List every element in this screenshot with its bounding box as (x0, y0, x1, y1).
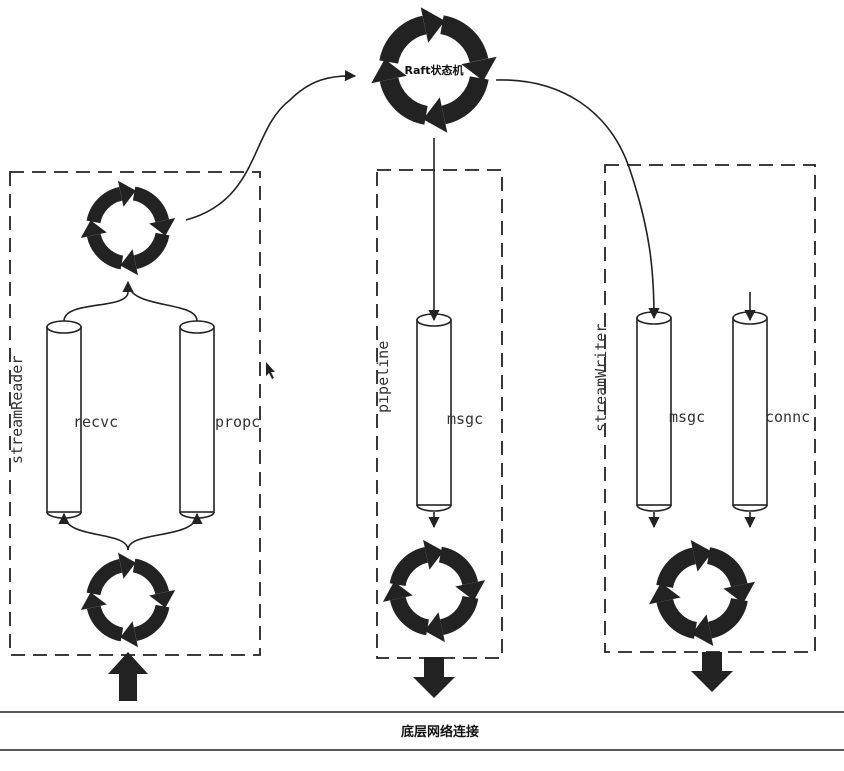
cycle-arrowhead (120, 621, 138, 648)
cycle-arrowhead (649, 582, 681, 605)
arrow-down-icon (413, 657, 455, 698)
cycle-arrowhead (423, 539, 444, 570)
propc-label: propc (215, 413, 260, 431)
cycle-arrowhead (420, 7, 445, 43)
propc-to-top-cycle-line (122, 280, 198, 322)
split-to-propc-arrow (127, 512, 203, 551)
stream-reader-bottom-cycle-icon (80, 552, 176, 648)
stream-writer-cycle-icon (649, 540, 755, 646)
cycle-segment (132, 558, 170, 595)
network-layer-label: 底层网络连接 (401, 724, 479, 740)
recvc-label: recvc (73, 413, 118, 431)
stream-reader-top-cycle-icon (80, 180, 176, 276)
cycle-segment (441, 75, 489, 125)
cycle-segment (132, 186, 170, 223)
propc-channel (179, 320, 215, 519)
mouse-cursor-icon (266, 362, 275, 379)
cycle-arrowhead (424, 612, 445, 643)
stream-writer-msgc-channel (636, 311, 672, 512)
cycle-arrowhead (461, 56, 497, 81)
cycle-arrowhead (723, 581, 755, 604)
cycle-arrowhead (149, 590, 176, 608)
pipeline-msgc-channel (416, 313, 452, 512)
cycle-segment (86, 558, 123, 596)
stream-reader-box (9, 171, 261, 656)
cycle-arrowhead (691, 614, 714, 646)
arrow-up-icon (108, 652, 148, 701)
cycle-arrowhead (120, 249, 138, 276)
pipeline-cycle-icon (382, 539, 486, 643)
recvc-channel (46, 320, 82, 519)
cycle-segment (86, 233, 124, 270)
cycle-arrowhead (149, 218, 176, 236)
cycle-segment (133, 604, 170, 642)
cycle-arrowhead (118, 552, 136, 579)
cycle-segment (86, 186, 123, 224)
cycle-arrowhead (80, 220, 107, 238)
connc-label: connc (765, 408, 810, 426)
cycle-arrowhead (118, 180, 136, 207)
pipeline-title: pipeline (374, 341, 392, 413)
raft-state-machine-label: Raft状态机 (405, 63, 464, 77)
cycle-arrowhead (690, 540, 713, 572)
cycle-segment (656, 598, 698, 639)
cycle-segment (438, 546, 479, 586)
cycle-segment (656, 547, 697, 589)
cycle-segment (439, 15, 489, 63)
cycle-segment (379, 15, 427, 65)
cycle-segment (133, 232, 170, 270)
cycle-segment (86, 605, 124, 642)
cycle-segment (439, 595, 479, 636)
cycle-segment (706, 547, 748, 588)
reader-to-raft-arrow (185, 70, 357, 221)
raft-state-machine-cycle-icon (371, 7, 497, 133)
cycle-segment (389, 546, 429, 587)
stream-writer-msgc-label: msgc (669, 408, 705, 426)
cycle-segment (707, 597, 748, 639)
stream-writer-title: streamWriter (592, 324, 610, 432)
cycle-segment (379, 77, 429, 125)
arrow-down-icon (691, 652, 733, 692)
recvc-to-top-cycle-line (63, 291, 129, 322)
cycle-arrowhead (80, 592, 107, 610)
cycle-arrowhead (423, 97, 448, 133)
pipeline-box (376, 169, 503, 659)
split-to-recvc-arrow (58, 512, 129, 551)
pipeline-msgc-label: msgc (447, 410, 483, 428)
connc-channel (732, 311, 768, 512)
stream-reader-title: streamReader (8, 356, 26, 464)
raft-to-writer-msgc-arrow (495, 79, 660, 320)
cycle-segment (389, 596, 430, 636)
cycle-arrowhead (382, 581, 413, 602)
cycle-arrowhead (371, 59, 407, 84)
cycle-arrowhead (455, 580, 486, 601)
